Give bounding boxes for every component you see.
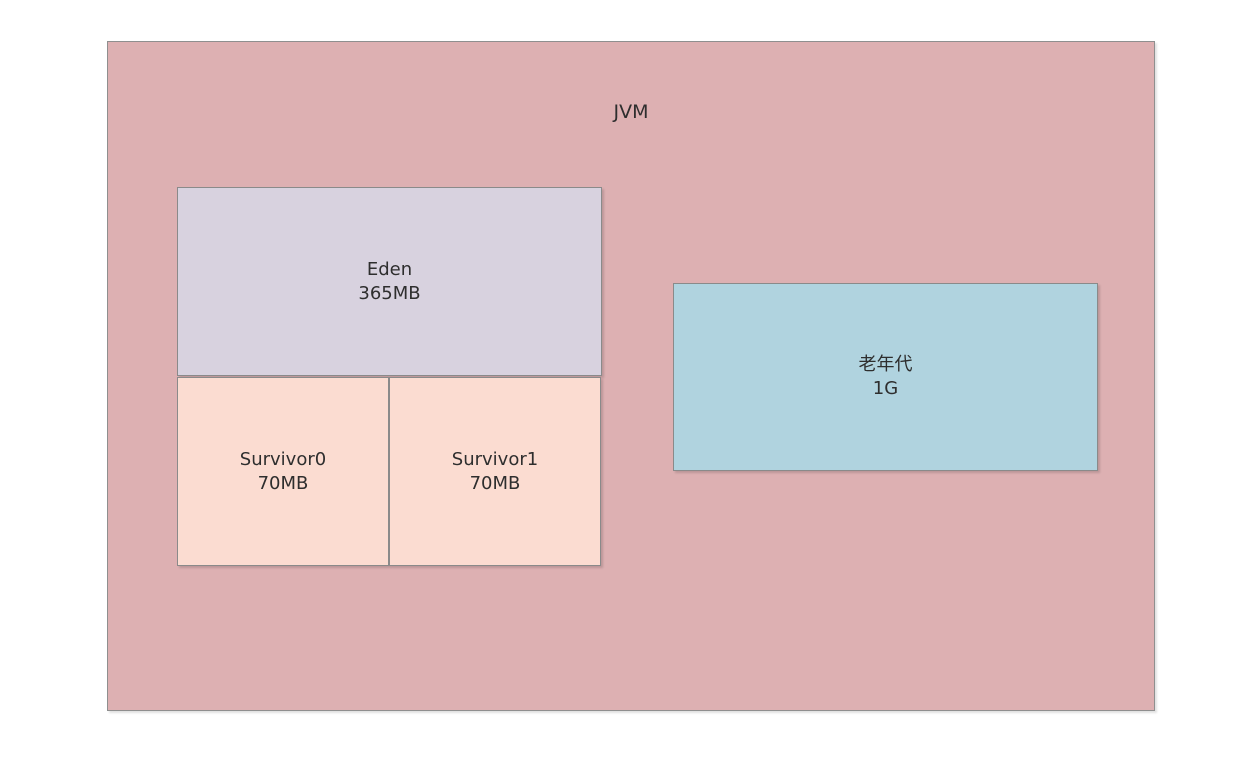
old-generation-name: 老年代 <box>858 354 913 375</box>
survivor1-name: Survivor1 <box>451 448 539 470</box>
old-generation-box: 老年代 1G <box>673 283 1098 471</box>
eden-name: Eden <box>366 258 413 280</box>
jvm-container: JVM Eden 365MB Survivor0 70MB Survivor1 … <box>107 41 1155 711</box>
eden-box: Eden 365MB <box>177 187 602 376</box>
survivor1-box: Survivor1 70MB <box>389 377 601 566</box>
survivor0-name: Survivor0 <box>239 448 327 470</box>
survivor1-size: 70MB <box>469 472 521 494</box>
jvm-label: JVM <box>613 101 649 123</box>
old-generation-size: 1G <box>872 378 899 399</box>
survivor0-size: 70MB <box>257 472 309 494</box>
eden-size: 365MB <box>358 282 421 304</box>
survivor0-box: Survivor0 70MB <box>177 377 389 566</box>
